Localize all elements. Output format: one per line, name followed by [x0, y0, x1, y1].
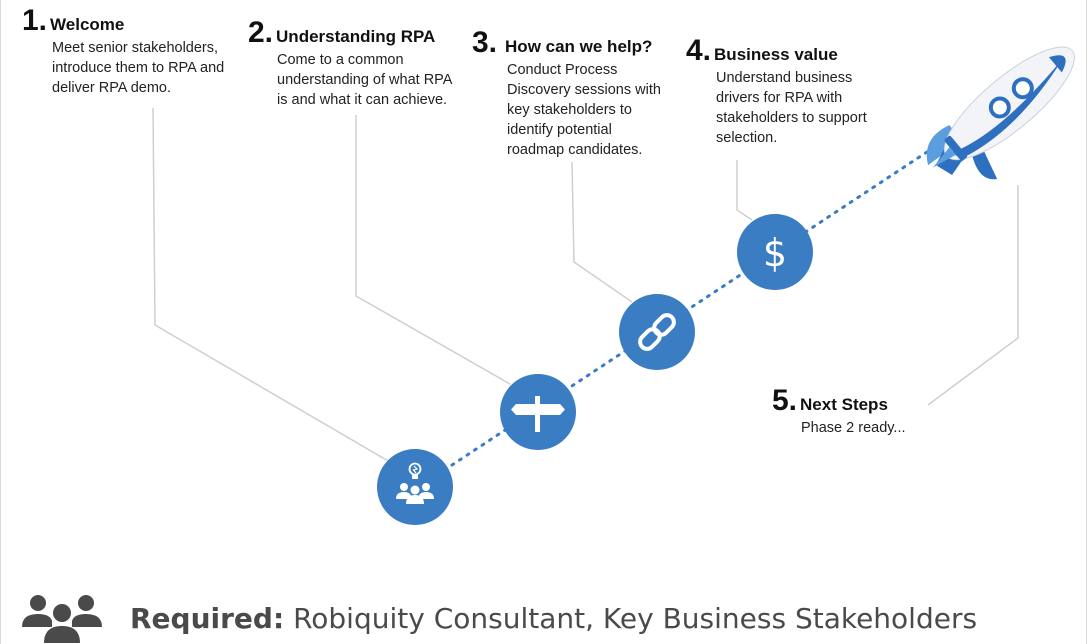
connector-step-5 — [927, 185, 1019, 406]
step-3-line: Discovery sessions with — [507, 82, 661, 98]
step-3-line: Conduct Process — [507, 62, 618, 78]
step-2: 2. Understanding RPA Come to a common un… — [248, 18, 452, 110]
step-4-line: stakeholders to support — [716, 110, 867, 126]
step-5-line: Phase 2 ready... — [801, 420, 906, 436]
step-4-description: Understand business drivers for RPA with… — [716, 68, 867, 148]
connector-step-1 — [152, 107, 391, 463]
step-4-line: drivers for RPA with — [716, 90, 843, 106]
step-2-line: Come to a common — [277, 52, 404, 68]
step-3-title: How can we help? — [505, 37, 653, 56]
step-3-line: identify potential — [507, 122, 612, 138]
step-5-number: 5. — [772, 384, 798, 417]
step-2-line: is and what it can achieve. — [277, 92, 448, 108]
step-1-number: 1. — [22, 4, 48, 37]
step-5-title: Next Steps — [800, 395, 888, 414]
step-1-title: Welcome — [50, 15, 125, 34]
step-2-description: Come to a common understanding of what R… — [277, 50, 452, 110]
step-3-description: Conduct Process Discovery sessions with … — [507, 60, 661, 160]
step-5: 5. Next Steps Phase 2 ready... — [772, 386, 906, 438]
footer: Required: Robiquity Consultant, Key Busi… — [20, 592, 977, 644]
group-icon — [22, 595, 102, 643]
step-2-circle — [500, 374, 576, 450]
rocket-icon — [926, 46, 1075, 180]
required-participants: Robiquity Consultant, Key Business Stake… — [284, 601, 978, 635]
people-lightbulb-icon — [396, 462, 434, 504]
required-label: Required: — [130, 601, 285, 635]
step-3-line: key stakeholders to — [507, 102, 632, 118]
step-1-description: Meet senior stakeholders, introduce them… — [52, 38, 224, 98]
connector-step-2 — [355, 115, 511, 385]
step-1-line: Meet senior stakeholders, — [52, 40, 219, 56]
step-3-number: 3. — [472, 26, 498, 59]
step-2-number: 2. — [248, 16, 274, 49]
step-4: 4. Business value Understand business dr… — [686, 36, 867, 148]
step-4-line: selection. — [716, 130, 778, 146]
step-4-title: Business value — [714, 45, 838, 64]
step-1-circle — [377, 449, 453, 525]
required-text: Required: Robiquity Consultant, Key Busi… — [130, 602, 977, 635]
connector-step-4 — [736, 160, 753, 221]
step-3-line: roadmap candidates. — [507, 142, 643, 158]
step-4-number: 4. — [686, 34, 712, 67]
step-4-circle: $ — [737, 214, 813, 290]
step-3-circle — [619, 294, 695, 370]
step-3: 3. How can we help? Conduct Process Disc… — [472, 28, 661, 160]
connector-step-3 — [571, 161, 633, 303]
step-4-line: Understand business — [716, 70, 853, 86]
step-1-line: introduce them to RPA and — [52, 60, 225, 76]
step-1: 1. Welcome Meet senior stakeholders, int… — [22, 6, 224, 98]
dotted-path — [450, 148, 932, 467]
link-icon — [638, 313, 676, 351]
step-2-title: Understanding RPA — [276, 27, 436, 46]
step-1-line: deliver RPA demo. — [52, 80, 172, 96]
signpost-icon — [511, 396, 565, 432]
svg-text:$: $ — [763, 231, 787, 275]
step-2-line: understanding of what RPA — [277, 72, 453, 88]
step-5-description: Phase 2 ready... — [801, 418, 906, 438]
dollar-icon: $ — [763, 231, 787, 275]
